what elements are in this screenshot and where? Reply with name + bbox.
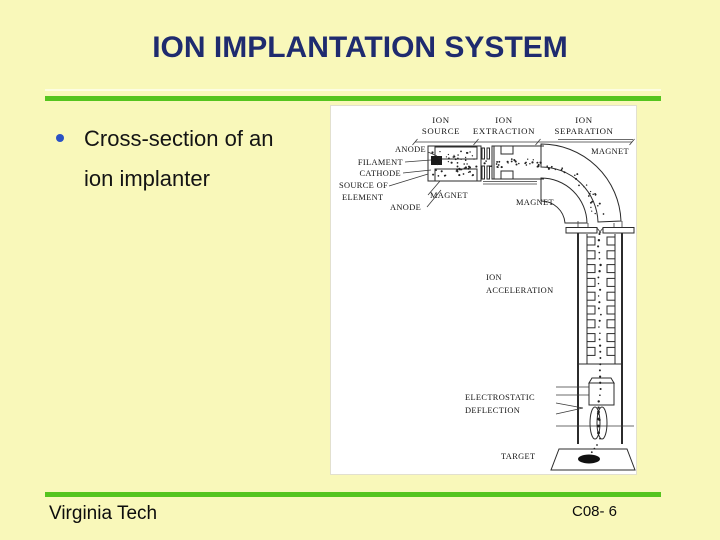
- title-rule-highlight: [45, 89, 661, 91]
- label-filament: FILAMENT: [358, 158, 403, 167]
- bullet-line-2: ion implanter: [84, 166, 210, 191]
- label-anode-bottom: ANODE: [390, 203, 421, 212]
- label-cathode: CATHODE: [359, 169, 401, 178]
- label-ion-source-1: ION: [432, 115, 449, 125]
- component-labels: ANODE FILAMENT CATHODE SOURCE OF ELEMENT…: [339, 145, 629, 461]
- footer-institution: Virginia Tech: [49, 503, 158, 524]
- label-ion-extraction-1: ION: [495, 115, 512, 125]
- diagram-panel: ION SOURCE ION EXTRACTION ION SEPARATION: [330, 105, 637, 475]
- deflection-plate-right: [596, 406, 608, 440]
- label-ion-separation-1: ION: [575, 115, 592, 125]
- dimension-line: [412, 138, 635, 146]
- implanter-diagram-svg: ION SOURCE ION EXTRACTION ION SEPARATION: [339, 115, 636, 471]
- deflection-plate-left: [589, 406, 601, 440]
- deflection-assembly: [555, 377, 634, 440]
- label-source-of: SOURCE OF: [339, 181, 388, 190]
- label-ion-source-2: SOURCE: [422, 126, 460, 136]
- label-target: TARGET: [501, 452, 535, 461]
- title-rule: [45, 96, 661, 101]
- target-plate: [550, 448, 636, 471]
- label-magnet-inner: MAGNET: [516, 198, 554, 207]
- label-element: ELEMENT: [342, 193, 384, 202]
- beam-dots: [431, 150, 605, 454]
- label-ion-accel-2: ACCELERATION: [486, 286, 553, 295]
- extraction-assembly: [481, 145, 544, 185]
- label-anode-top: ANODE: [395, 145, 426, 154]
- implant-spot: [578, 454, 600, 464]
- footer-rule: [45, 492, 661, 497]
- label-ion-accel-1: ION: [486, 273, 502, 282]
- label-ion-separation-2: SEPARATION: [555, 126, 614, 136]
- footer-slide-number: C08- 6: [572, 503, 618, 520]
- separation-magnet-outer: [540, 143, 622, 223]
- label-electrostatic: ELECTROSTATIC: [465, 393, 535, 402]
- bullet-line-1: Cross-section of an: [84, 126, 274, 151]
- label-magnet-top: MAGNET: [591, 147, 629, 156]
- slide-title: ION IMPLANTATION SYSTEM: [152, 31, 568, 64]
- bullet-icon: [56, 134, 64, 142]
- bullet-text: Cross-section of an ion implanter: [84, 119, 274, 199]
- label-deflection: DEFLECTION: [465, 406, 520, 415]
- column-flange: [565, 221, 635, 234]
- label-ion-extraction-2: EXTRACTION: [473, 126, 535, 136]
- source-magnet-bottom: [434, 168, 478, 182]
- separation-magnet-inner: [540, 177, 588, 224]
- filament-element: [431, 156, 442, 165]
- label-magnet-source: MAGNET: [430, 191, 468, 200]
